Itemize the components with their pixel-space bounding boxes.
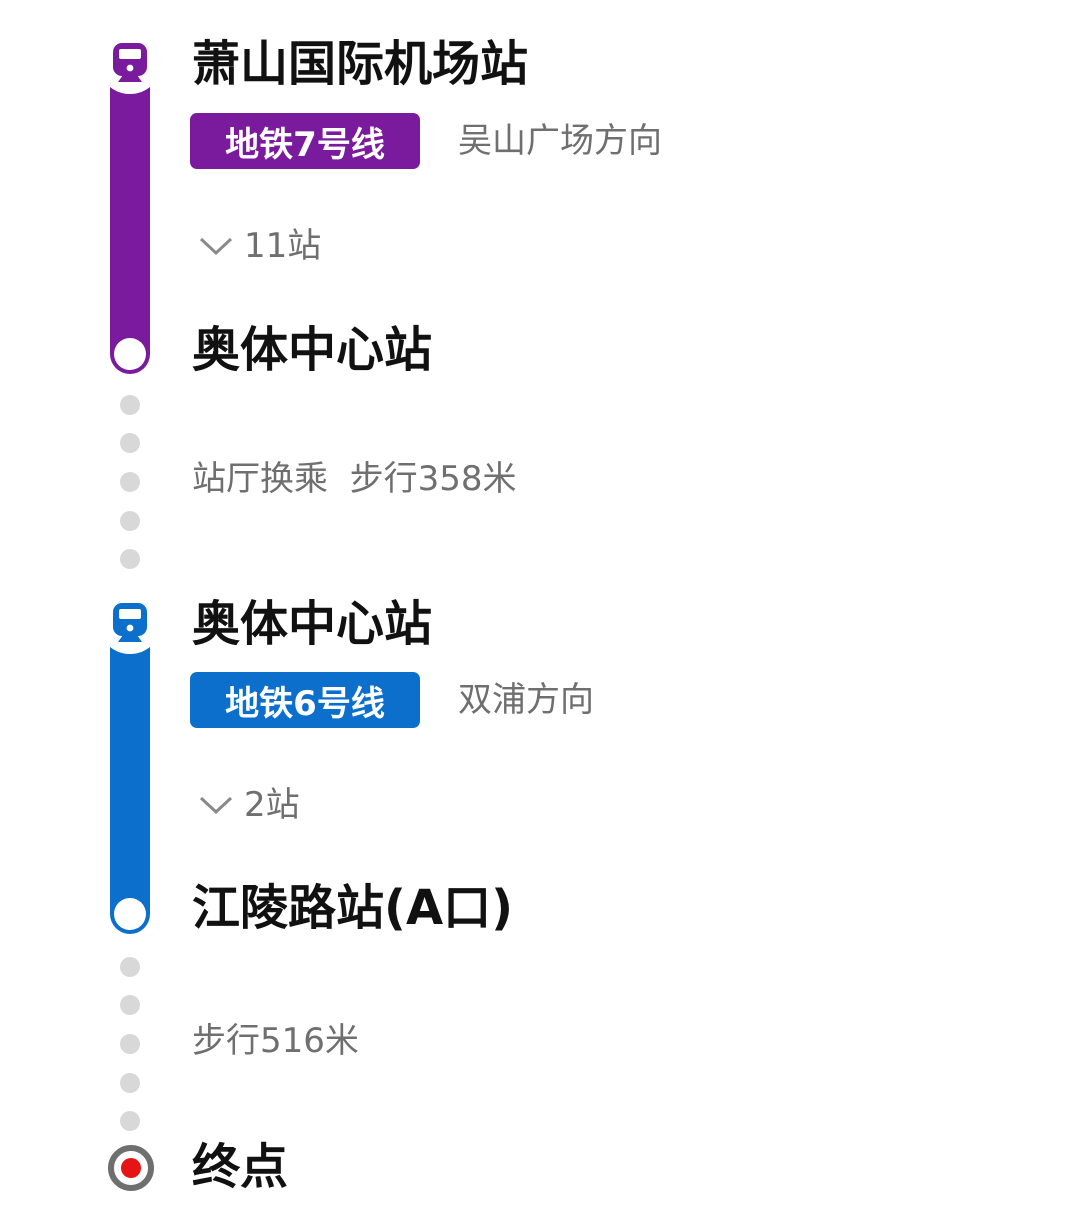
line-7-stops-toggle[interactable]: 11站 [198,222,321,270]
alight-station-name-2[interactable]: 江陵路站(A口) [192,880,514,936]
train-icon [113,603,147,642]
chevron-down-icon [199,796,233,815]
final-walk-text[interactable]: 步行516米 [192,1021,359,1061]
walk-dot [120,957,140,977]
destination-dot [121,1158,141,1178]
train-icon [113,43,147,82]
chevron-down-icon [199,237,233,256]
walk-dot [120,1073,140,1093]
line-7-stop-count: 11站 [244,226,322,266]
board-station-name-1[interactable]: 萧山国际机场站 [192,36,529,92]
alight-station-name-1[interactable]: 奥体中心站 [192,322,433,378]
line-6-stop-count: 2站 [244,785,300,825]
line-7-station-icon [98,30,162,94]
line-6-badge[interactable]: 地铁6号线 [190,672,420,728]
line-6-direction: 双浦方向 [458,680,594,720]
walk-dot [120,395,140,415]
destination-label: 终点 [192,1139,289,1195]
alight-station-marker-2 [114,898,146,930]
walk-dot [120,1111,140,1131]
walk-dot [120,472,140,492]
transfer-walk-text[interactable]: 站厅换乘 步行358米 [192,459,517,499]
alight-station-marker-1 [114,338,146,370]
walk-dot [120,549,140,569]
walk-dot [120,995,140,1015]
line-7-badge[interactable]: 地铁7号线 [190,113,420,169]
walk-dot [120,1034,140,1054]
line-6-station-icon [98,590,162,654]
board-station-name-2[interactable]: 奥体中心站 [192,596,433,652]
walk-dot [120,433,140,453]
line-7-direction: 吴山广场方向 [458,121,662,161]
walk-dot [120,511,140,531]
destination-marker-icon [108,1145,154,1191]
line-6-stops-toggle[interactable]: 2站 [198,781,300,829]
